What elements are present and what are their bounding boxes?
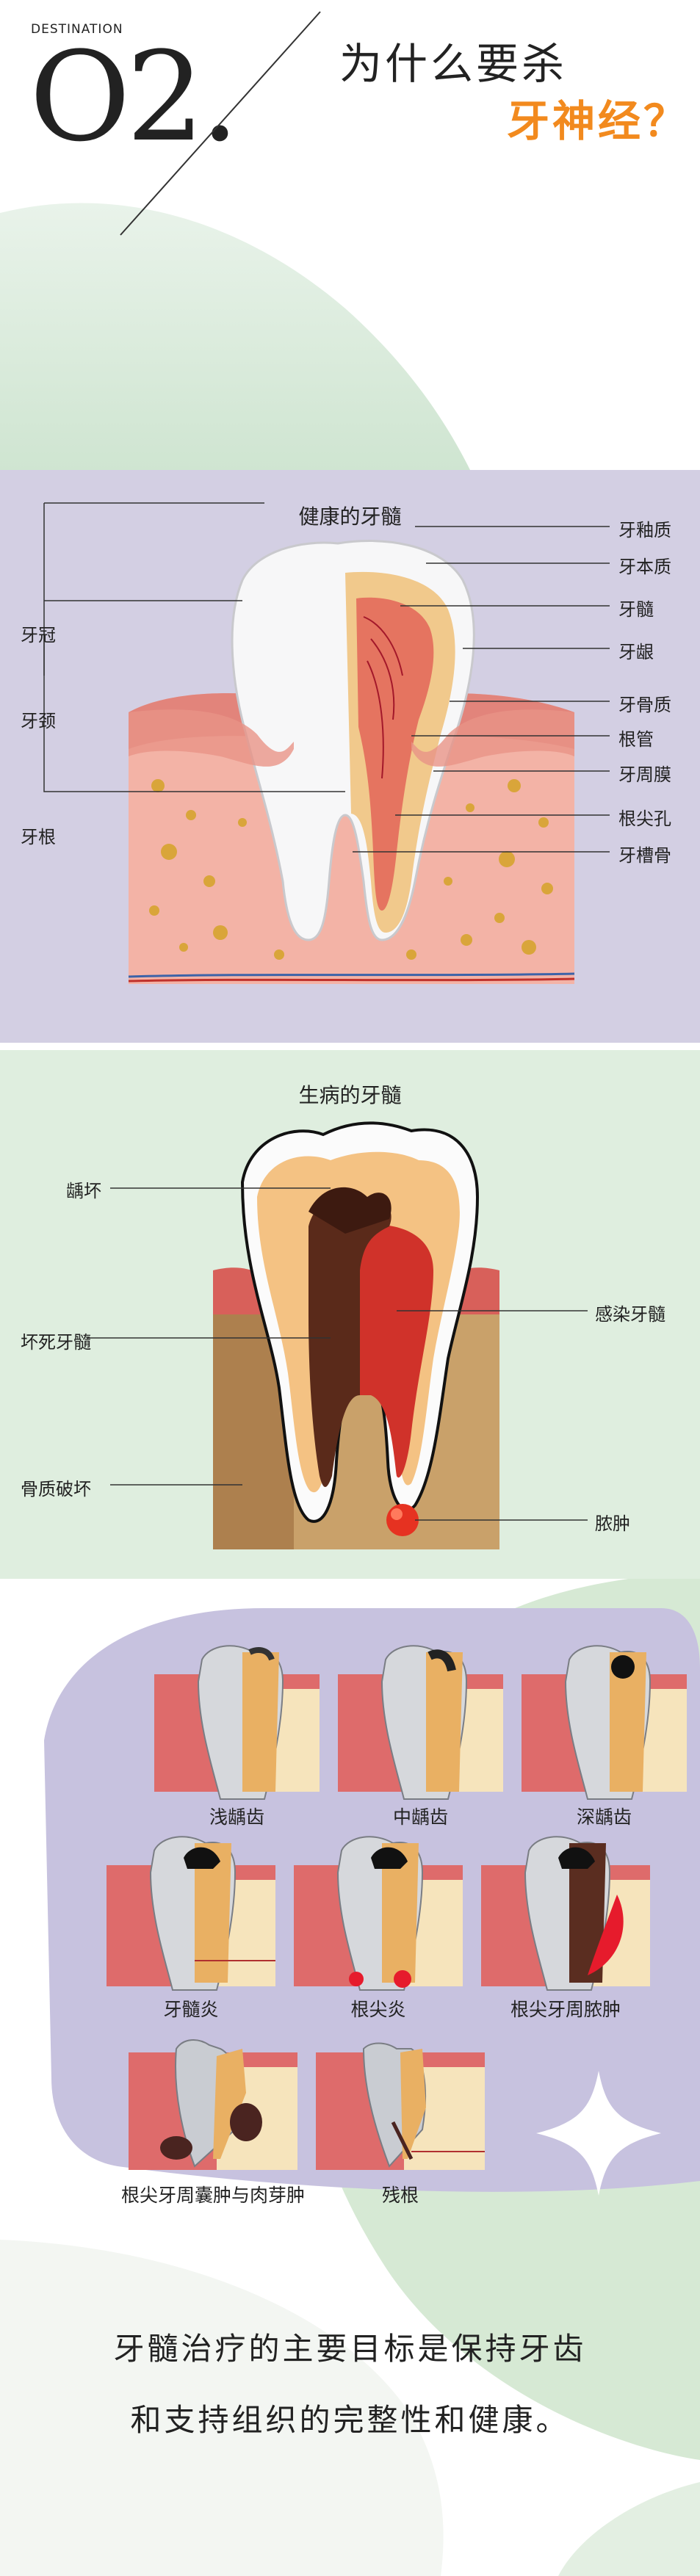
- destination-label: DESTINATION: [31, 22, 123, 37]
- label-caries: 龋坏: [66, 1181, 101, 1201]
- label-root-canal: 根管: [618, 729, 654, 750]
- section-number: O2.: [29, 25, 239, 169]
- healthy-tooth-diagram: [43, 502, 610, 984]
- stage-pulpitis: [107, 1836, 275, 1991]
- label-bone-destruction: 骨质破坏: [21, 1479, 91, 1499]
- conclusion-line1: 牙髓治疗的主要目标是保持牙齿: [113, 2331, 587, 2367]
- disease-stages-illustration: [44, 1608, 700, 2196]
- stage-label-shallow-caries: 浅龋齿: [209, 1806, 264, 1828]
- label-enamel: 牙釉质: [618, 520, 671, 540]
- diseased-tooth-diagram: [88, 1121, 588, 1549]
- page-title-line1: 为什么要杀: [339, 39, 568, 89]
- label-apical-foramen: 根尖孔: [618, 808, 671, 829]
- label-alveolar-bone: 牙槽骨: [618, 845, 671, 866]
- stage-shallow-caries: [154, 1645, 320, 1800]
- label-crown: 牙冠: [21, 625, 56, 645]
- page-title-line2: 牙神经？: [507, 96, 690, 146]
- stage-medium-caries: [338, 1645, 503, 1800]
- label-cementum: 牙骨质: [618, 695, 671, 715]
- stage-label-pulpitis: 牙髓炎: [163, 1999, 219, 2020]
- stage-apical-periodontitis: [294, 1836, 463, 1991]
- stage-label-apical-periodontitis: 根尖炎: [350, 1999, 406, 2020]
- label-abscess: 脓肿: [595, 1513, 630, 1534]
- healthy-pulp-title: 健康的牙髓: [298, 504, 402, 529]
- conclusion-line2: 和支持组织的完整性和健康。: [130, 2402, 570, 2438]
- label-pulp: 牙髓: [618, 599, 654, 620]
- label-neck: 牙颈: [21, 711, 56, 731]
- stage-label-deep-caries: 深龋齿: [576, 1806, 632, 1828]
- stage-residual-root: [316, 2042, 485, 2170]
- label-gum: 牙龈: [618, 642, 654, 662]
- diseased-pulp-title: 生病的牙髓: [298, 1083, 402, 1107]
- stage-label-medium-caries: 中龋齿: [392, 1806, 448, 1828]
- stage-deep-caries: [522, 1645, 687, 1800]
- header-diagonal-line: [120, 11, 321, 236]
- label-periodontal-membrane: 牙周膜: [618, 764, 671, 785]
- stage-label-residual-root: 残根: [381, 2185, 419, 2206]
- label-root: 牙根: [21, 827, 56, 847]
- stage-cyst-granuloma: [129, 2039, 297, 2170]
- stage-apical-abscess: [481, 1836, 650, 1991]
- stage-label-apical-abscess: 根尖牙周脓肿: [510, 1999, 621, 2020]
- label-dentin: 牙本质: [618, 557, 671, 577]
- label-infected-pulp: 感染牙髓: [595, 1304, 665, 1325]
- label-necrotic-pulp: 坏死牙髓: [21, 1332, 91, 1353]
- stage-label-cyst-granuloma: 根尖牙周囊肿与肉芽肿: [120, 2185, 305, 2206]
